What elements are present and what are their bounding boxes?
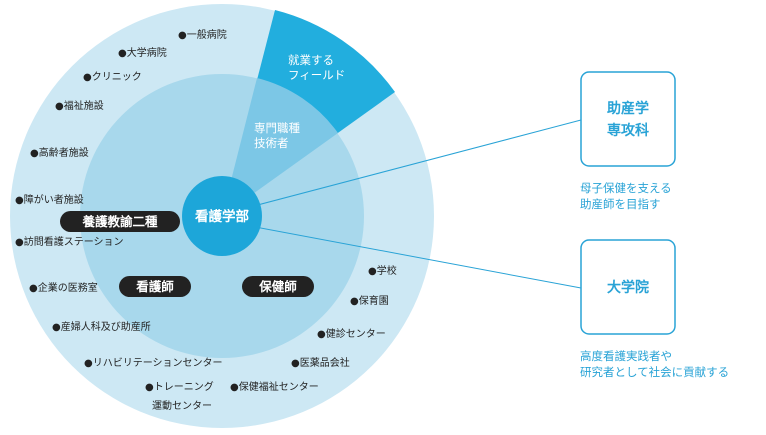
specialist-label-line2: 技術者 <box>254 136 289 150</box>
workplace-health-check-center: ●健診センター <box>317 327 386 340</box>
midwifery-box <box>580 71 676 167</box>
graduate-title: 大学院 <box>607 279 649 296</box>
graduate-box <box>580 239 676 335</box>
workplace-obstetrics: ●産婦人科及び助産所 <box>52 320 151 333</box>
workplace-general-hospital: ●一般病院 <box>178 28 227 41</box>
center-circle <box>182 176 262 256</box>
workplace-health-welfare-center: ●保健福祉センター <box>230 380 319 393</box>
workplace-disability-facility: ●障がい者施設 <box>15 193 84 206</box>
specialist-segment <box>222 78 338 216</box>
midwifery-desc-line1: 母子保健を支える <box>580 181 672 195</box>
workplace-clinic: ●クリニック <box>83 71 142 83</box>
kangoshi-pill <box>119 276 191 297</box>
field-label-line2: フィールド <box>288 68 345 82</box>
graduate-desc-line2: 研究者として社会に貢献する <box>580 365 729 379</box>
graduate-desc-line1: 高度看護実践者や <box>580 349 672 363</box>
workplace-nursery: ●保育園 <box>350 294 389 307</box>
workplace-school: ●学校 <box>368 264 397 277</box>
midwifery-title-line2: 専攻科 <box>607 122 649 139</box>
workplace-training-center-line1: ●トレーニング <box>145 380 214 393</box>
field-label-line1: 就業する <box>288 53 334 67</box>
center-label: 看護学部 <box>194 208 249 225</box>
workplace-visiting-nursing: ●訪問看護ステーション <box>15 235 124 248</box>
connector-line-graduate <box>249 225 582 289</box>
midwifery-title-line1: 助産学 <box>607 100 649 117</box>
workplace-company-medical-office: ●企業の医務室 <box>29 281 98 294</box>
workplace-pharma-company: ●医薬品会社 <box>291 356 350 369</box>
hokenshi-pill <box>242 276 314 297</box>
workplace-elderly-facility: ●高齢者施設 <box>30 146 89 159</box>
specialist-label-line1: 専門職種 <box>254 121 300 135</box>
kangoshi-pill-label: 看護師 <box>136 279 174 294</box>
workplace-welfare-facility: ●福祉施設 <box>55 99 104 112</box>
midwifery-desc-line2: 助産師を目指す <box>580 197 661 211</box>
hokenshi-pill-label: 保健師 <box>258 279 297 294</box>
yogo-pill-label: 養護教諭二種 <box>81 214 158 229</box>
connector-line-midwifery <box>249 119 582 208</box>
workplace-training-center-line2: 運動センター <box>152 399 212 412</box>
yogo-pill <box>60 211 180 232</box>
workplace-university-hospital: ●大学病院 <box>118 46 167 59</box>
workplace-rehabilitation-center: ●リハビリテーションセンター <box>84 357 223 369</box>
